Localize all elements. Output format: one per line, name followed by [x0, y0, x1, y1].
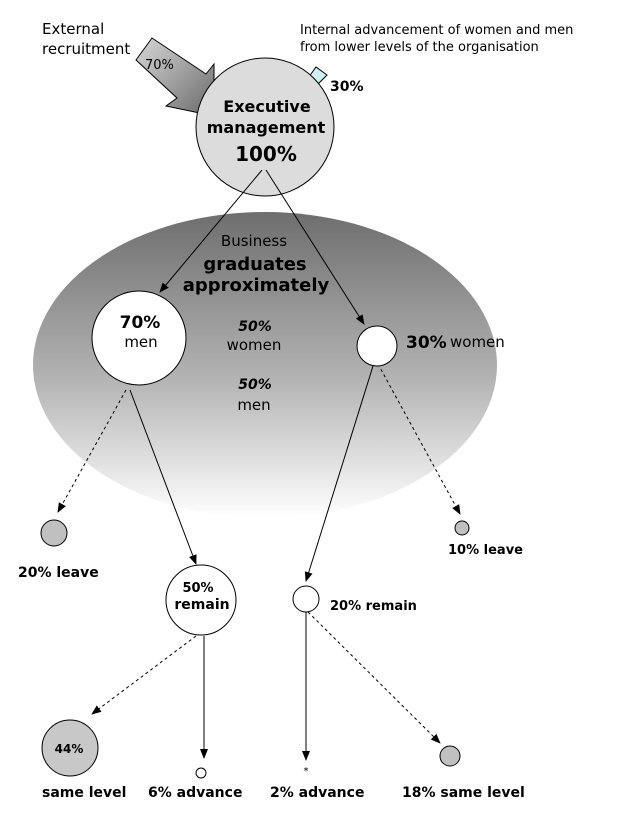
exec-pct: 100% [235, 142, 297, 166]
internal-advancement-label-1: Internal advancement of women and men [300, 23, 573, 38]
men-same-level-pct: 44% [55, 742, 84, 756]
exec-to-women-arrow [265, 169, 365, 325]
women-to-leave-arrow [377, 363, 461, 515]
women-remain-circle [292, 585, 320, 613]
women-leave-label: 10% leave [448, 543, 523, 558]
mid-women-label: women [227, 336, 282, 354]
women-to-remain-arrow [304, 365, 374, 582]
men-advance-label: 6% advance [148, 785, 242, 801]
executive-management-circle [195, 57, 335, 197]
women-same-level-label: 18% same level [402, 785, 525, 801]
women-leave-circle [454, 520, 470, 536]
external-recruitment-label-1: External [42, 20, 104, 38]
men-same-level-circle [41, 719, 99, 777]
women-pct: 30% [406, 333, 447, 353]
business-label-3: approximately [183, 275, 330, 296]
men-remain-pct: 50% [182, 581, 213, 596]
exec-to-men-arrow [159, 169, 263, 293]
women-same-level-circle [439, 745, 461, 767]
men-to-remain-arrow [129, 389, 197, 565]
men-pct: 70% [120, 313, 161, 333]
mid-men-label: men [237, 396, 270, 414]
business-label-2: graduates [203, 254, 306, 275]
business-label-1: Business [221, 232, 287, 250]
internal-advancement-pct: 30% [330, 79, 364, 95]
men-to-leave-arrow [57, 389, 127, 513]
women-label: women [450, 333, 505, 351]
women-circle [356, 325, 398, 367]
women-remain-to-same-arrow [307, 611, 441, 744]
women-remain-label: 20% remain [330, 599, 417, 614]
external-recruitment-pct: 70% [145, 58, 174, 73]
exec-label-2: management [207, 118, 326, 137]
exec-label-1: Executive [223, 97, 311, 116]
external-recruitment-label-2: recruitment [42, 40, 130, 58]
internal-advancement-label-2: from lower levels of the organisation [300, 40, 539, 55]
men-remain-circle [165, 564, 237, 636]
mid-men-pct: 50% [238, 377, 272, 393]
men-label: men [124, 333, 157, 351]
women-advance-label: 2% advance [270, 785, 364, 801]
men-same-level-label: same level [42, 785, 126, 801]
men-circle [91, 290, 187, 386]
men-remain-label: remain [174, 597, 229, 613]
men-leave-circle [40, 519, 68, 547]
men-remain-to-same-arrow [91, 635, 197, 715]
women-advance-marker: * [304, 766, 309, 777]
men-advance-circle [195, 767, 207, 779]
men-leave-label: 20% leave [18, 565, 99, 581]
mid-women-pct: 50% [238, 319, 272, 335]
